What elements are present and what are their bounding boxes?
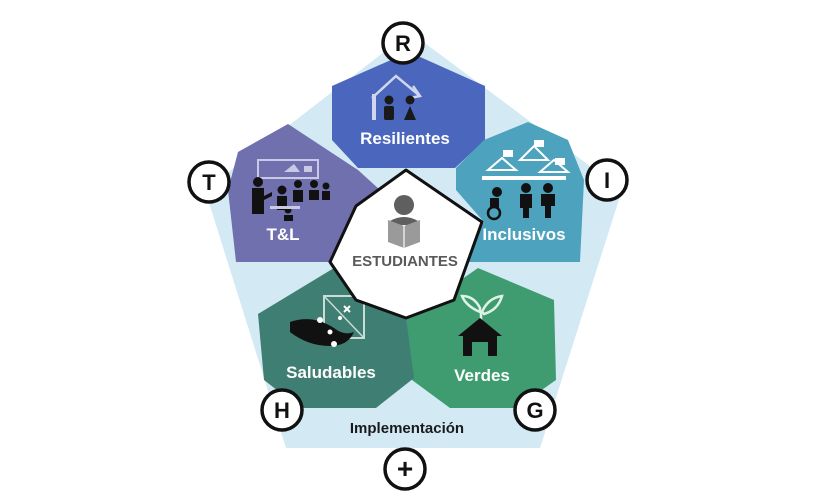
center-label: ESTUDIANTES — [352, 253, 458, 270]
verdes-label: Verdes — [454, 366, 510, 385]
family-house-icon — [371, 74, 423, 120]
green-house-icon — [458, 294, 504, 356]
hand-washing-icon — [290, 295, 365, 347]
segment-inclusivos: Inclusivos — [456, 122, 584, 262]
center-students: ESTUDIANTES — [328, 168, 484, 320]
svg-text:G: G — [526, 398, 543, 423]
badge-g: G — [513, 388, 557, 432]
saludables-label: Saludables — [286, 363, 376, 382]
badge-h: H — [260, 388, 304, 432]
svg-text:I: I — [604, 168, 610, 193]
teacher-classroom-icon — [252, 159, 330, 221]
inclusivos-label: Inclusivos — [482, 225, 565, 244]
tl-label: T&L — [266, 225, 299, 244]
segment-tl: T&L — [228, 124, 380, 262]
badge-i: I — [585, 158, 629, 202]
tl-hexagon — [228, 124, 380, 262]
badge-r: R — [381, 21, 425, 65]
segment-resilientes: Resilientes — [332, 52, 485, 168]
svg-text:H: H — [274, 398, 290, 423]
student-reading-icon — [388, 195, 420, 248]
svg-text:T: T — [202, 170, 216, 195]
svg-text:+: + — [397, 453, 413, 484]
badge-t: T — [187, 160, 231, 204]
resilientes-label: Resilientes — [360, 129, 450, 148]
implementation-label: Implementación — [350, 420, 464, 437]
svg-text:R: R — [395, 31, 411, 56]
badge-plus: + — [383, 447, 427, 491]
people-inclusion-icon — [482, 140, 571, 221]
segment-saludables: Saludables — [258, 268, 414, 408]
inclusivos-hexagon — [456, 122, 584, 262]
